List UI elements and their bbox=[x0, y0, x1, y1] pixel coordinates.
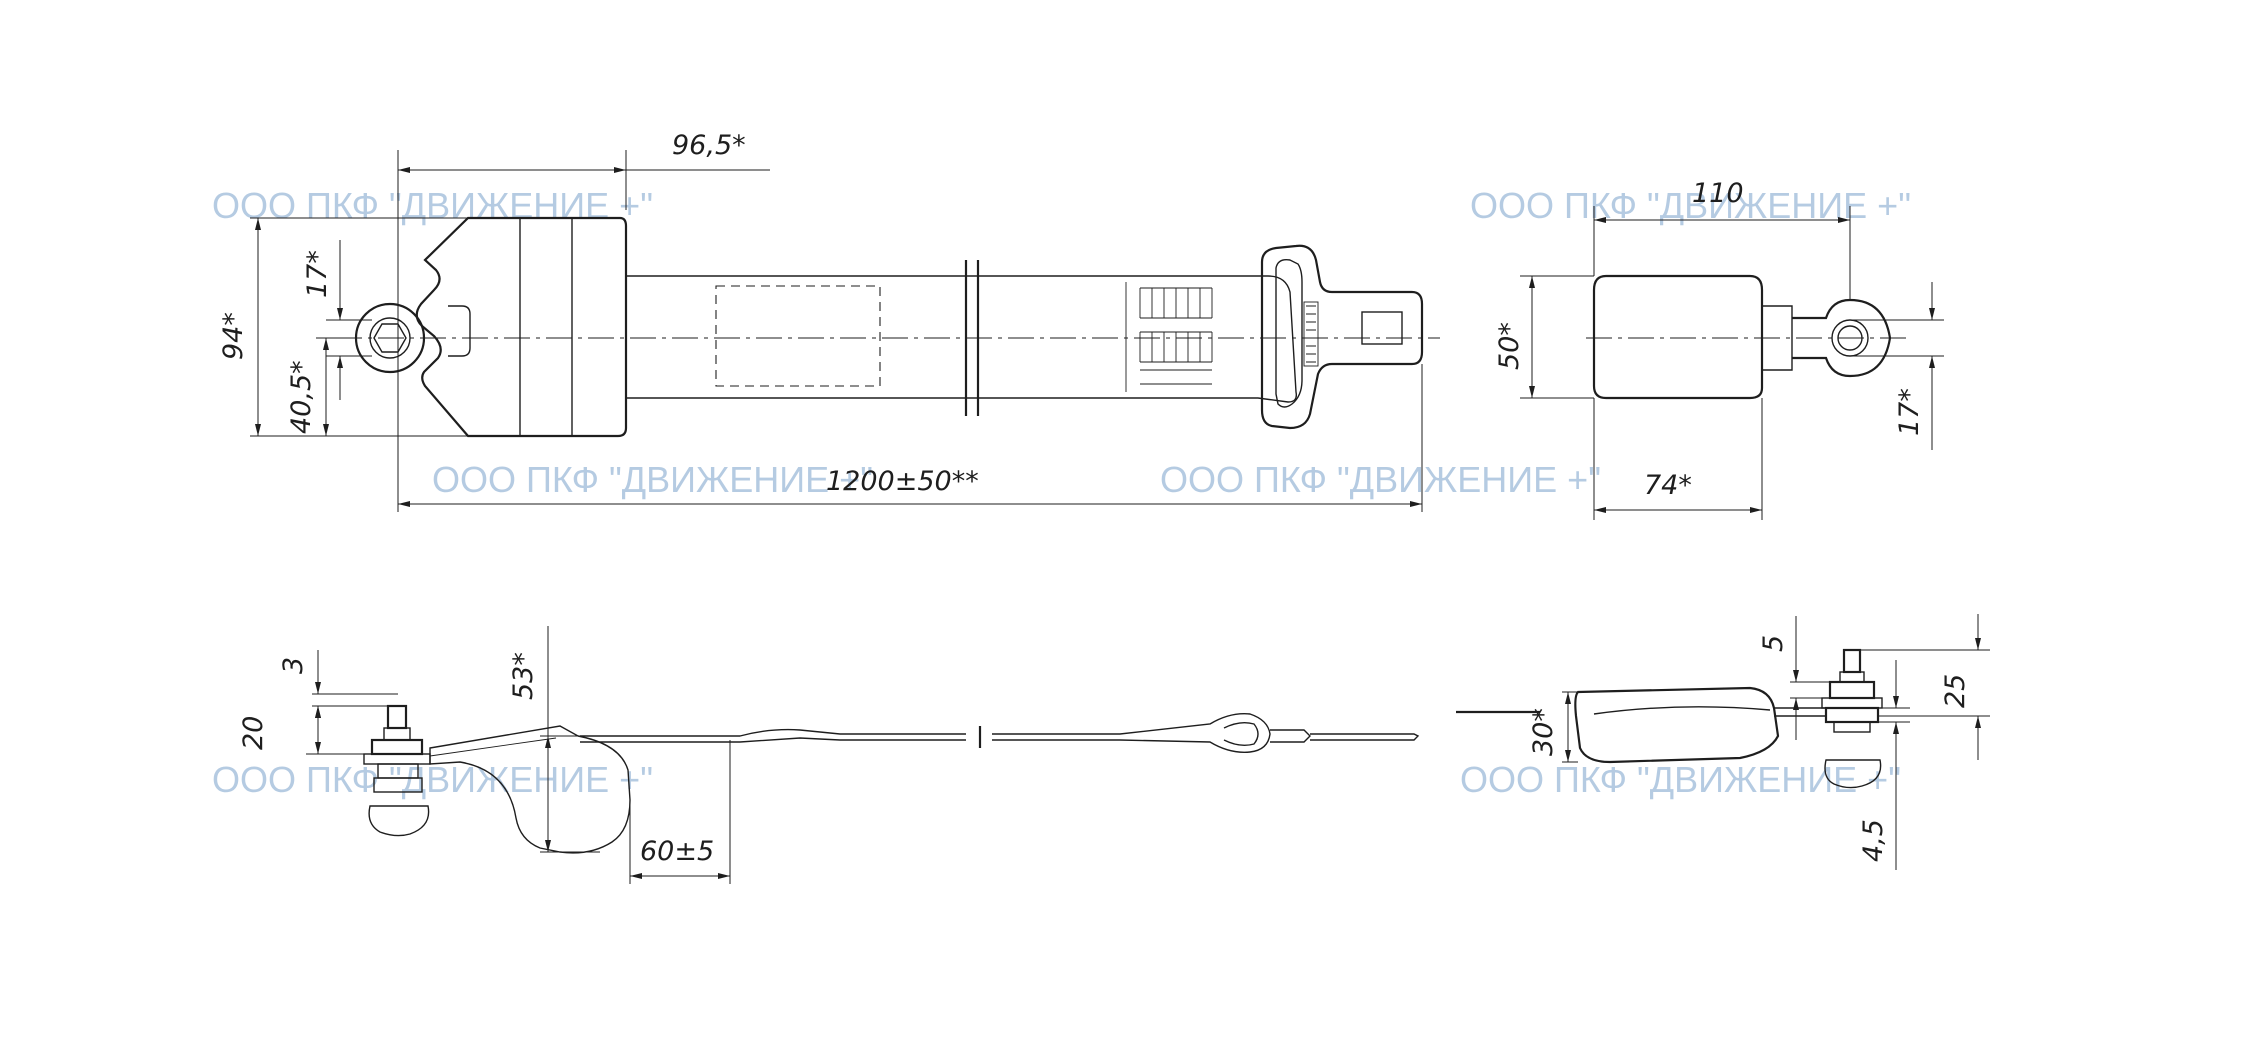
dimension-5: 5 bbox=[1758, 635, 1789, 652]
side-view-buckle bbox=[1456, 648, 1883, 789]
watermark-1: ООО ПКФ "ДВИЖЕНИЕ +" bbox=[212, 185, 653, 226]
dimension-1200: 1200±50** bbox=[826, 466, 979, 497]
dimension-50: 50* bbox=[1494, 322, 1525, 370]
front-view-buckle bbox=[1586, 274, 1906, 400]
dimension-96-5: 96,5* bbox=[672, 130, 746, 161]
watermark-3: ООО ПКФ "ДВИЖЕНИЕ +" bbox=[432, 459, 873, 500]
dimension-17-right: 17* bbox=[1894, 388, 1925, 436]
dimension-3: 3 bbox=[278, 657, 309, 674]
dimension-4-5: 4,5 bbox=[1858, 819, 1889, 862]
watermark-6: ООО ПКФ "ДВИЖЕНИЕ +" bbox=[1460, 759, 1901, 800]
dimension-53: 53* bbox=[508, 652, 539, 700]
dimension-40-5: 40,5* bbox=[286, 360, 317, 434]
watermark-5: ООО ПКФ "ДВИЖЕНИЕ +" bbox=[212, 759, 653, 800]
dimension-25: 25 bbox=[1940, 674, 1971, 708]
dimension-60: 60±5 bbox=[640, 836, 714, 867]
dimension-30: 30* bbox=[1528, 708, 1559, 756]
dimension-lines bbox=[250, 150, 1990, 884]
dimension-74: 74* bbox=[1644, 470, 1692, 501]
dimension-20: 20 bbox=[238, 716, 269, 750]
watermark-4: ООО ПКФ "ДВИЖЕНИЕ +" bbox=[1160, 459, 1601, 500]
front-view-belt bbox=[336, 216, 1440, 438]
dimension-94: 94* bbox=[218, 312, 249, 360]
dimension-110: 110 bbox=[1692, 178, 1744, 209]
dimension-17-left: 17* bbox=[302, 250, 333, 298]
